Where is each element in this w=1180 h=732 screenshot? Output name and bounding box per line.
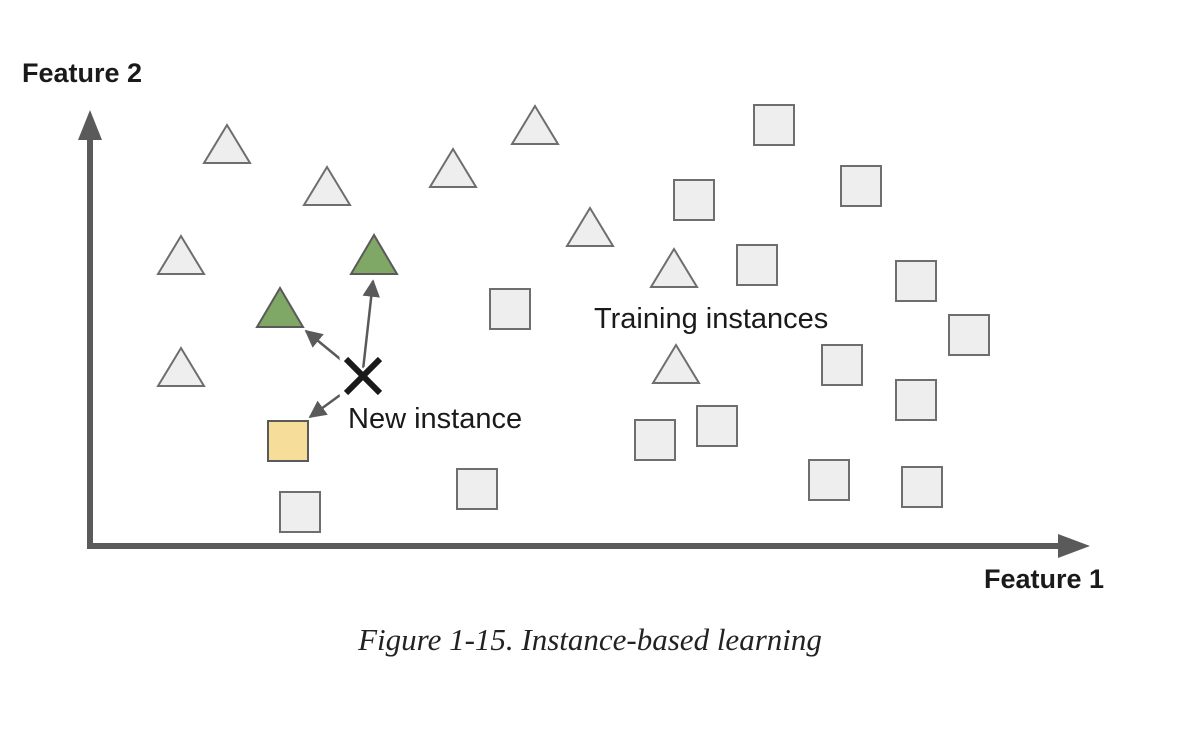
square-instance-icon bbox=[895, 379, 937, 421]
triangle-instances bbox=[156, 104, 701, 387]
triangle-instance-icon bbox=[156, 346, 206, 387]
square-instance-icon bbox=[634, 419, 676, 461]
triangle-instance-icon bbox=[651, 343, 701, 384]
square-instance-icon bbox=[279, 491, 321, 533]
square-instance-icon bbox=[948, 314, 990, 356]
square-instance-icon bbox=[895, 260, 937, 302]
square-instance-icon bbox=[696, 405, 738, 447]
square-instance-icon bbox=[673, 179, 715, 221]
axes bbox=[78, 110, 1090, 558]
training-instances-label: Training instances bbox=[594, 303, 828, 335]
square-instances bbox=[279, 104, 990, 533]
neighbor-triangle-icon bbox=[349, 233, 399, 275]
triangle-instance-icon bbox=[156, 234, 206, 275]
x-axis-arrowhead bbox=[1058, 534, 1090, 558]
square-instance-icon bbox=[736, 244, 778, 286]
y-axis-title: Feature 2 bbox=[22, 58, 142, 88]
new-instance-label: New instance bbox=[348, 403, 522, 435]
square-instance-icon bbox=[901, 466, 943, 508]
triangle-instance-icon bbox=[649, 247, 699, 288]
square-instance-icon bbox=[840, 165, 882, 207]
triangle-instance-icon bbox=[302, 165, 352, 206]
figure-caption: Figure 1-15. Instance-based learning bbox=[358, 622, 822, 657]
triangle-instance-icon bbox=[428, 147, 478, 188]
y-axis-arrowhead bbox=[78, 110, 102, 140]
square-instance-icon bbox=[821, 344, 863, 386]
triangle-instance-icon bbox=[565, 206, 615, 247]
neighbor-arrows bbox=[304, 279, 380, 419]
neighbor-triangle-icon bbox=[255, 286, 305, 328]
triangle-instance-icon bbox=[510, 104, 560, 145]
square-instance-icon bbox=[753, 104, 795, 146]
arrow-to-top-triangle bbox=[361, 279, 380, 371]
square-instance-icon bbox=[808, 459, 850, 501]
square-instance-icon bbox=[489, 288, 531, 330]
neighbor-square-icon bbox=[267, 420, 309, 462]
x-axis-title: Feature 1 bbox=[984, 564, 1104, 594]
cross-icon bbox=[339, 352, 387, 400]
triangle-instance-icon bbox=[202, 123, 252, 164]
nearest-neighbors bbox=[255, 233, 399, 462]
square-instance-icon bbox=[456, 468, 498, 510]
